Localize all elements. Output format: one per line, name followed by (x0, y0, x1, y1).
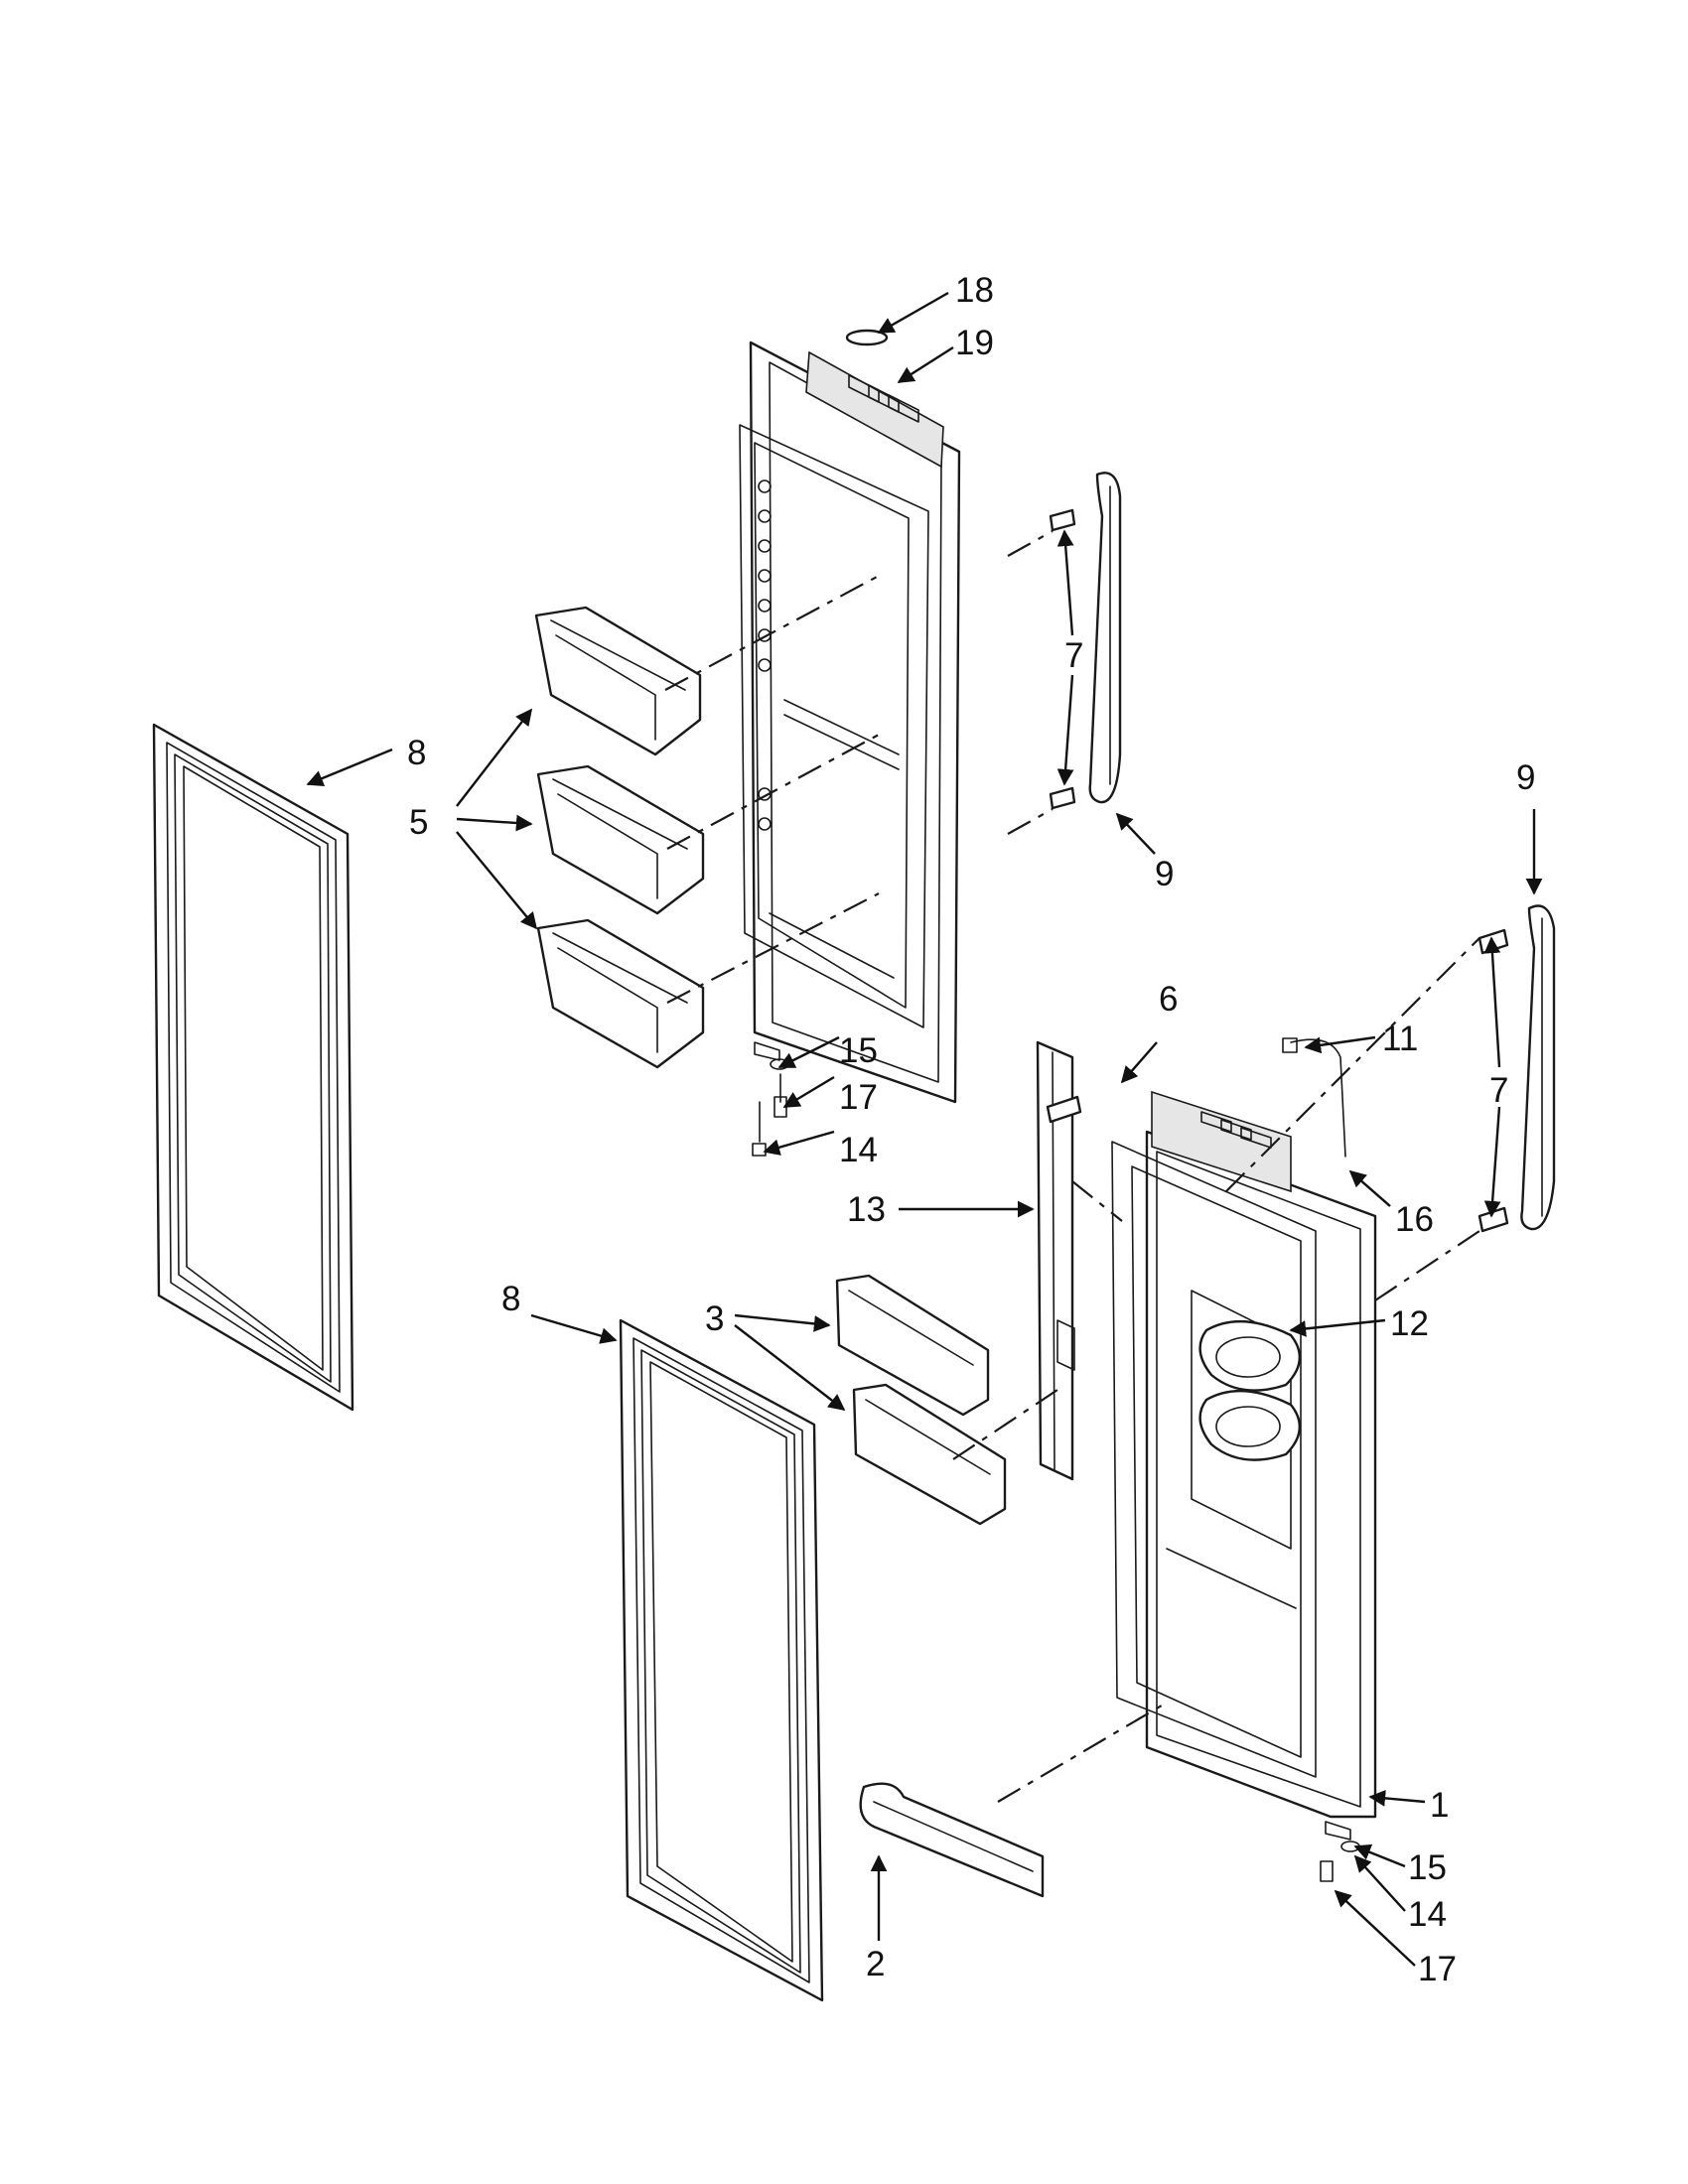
door-vent-slots (848, 374, 919, 423)
callout-3: 3 (705, 1299, 724, 1338)
callout-5: 5 (409, 803, 428, 842)
tube-fitting (1282, 1037, 1298, 1053)
gasket-left (152, 723, 354, 1412)
lower-door (1111, 1090, 1377, 1819)
bottom-shelf (859, 1782, 1045, 1898)
door-bin (852, 1383, 1007, 1526)
screw (1049, 786, 1076, 810)
door-bin (536, 764, 705, 915)
water-tube (1290, 1038, 1346, 1158)
callout-12: 12 (1390, 1304, 1429, 1343)
screw (1477, 928, 1509, 955)
door-bins-upper (534, 606, 705, 1069)
door-bin (835, 1274, 990, 1417)
callout-11: 11 (1382, 1020, 1418, 1058)
upper-hinge-hardware (752, 1041, 789, 1157)
upper-door (739, 341, 961, 1104)
callout-7: 7 (1489, 1071, 1508, 1110)
callout-19: 19 (955, 324, 994, 362)
lower-handle (1520, 904, 1556, 1231)
ice-chute (1198, 1320, 1301, 1461)
leader-lines (306, 291, 1543, 1967)
callout-8: 8 (407, 734, 426, 772)
callout-13: 13 (847, 1190, 886, 1229)
callout-7: 7 (1064, 636, 1083, 675)
callout-2: 2 (866, 1945, 885, 1983)
callout-15: 15 (839, 1031, 878, 1070)
door-bins-lower (835, 1274, 1007, 1526)
screw (1046, 1095, 1082, 1124)
callout-18: 18 (955, 271, 994, 310)
callout-15: 15 (1408, 1848, 1447, 1887)
door-cap (845, 329, 889, 346)
callout-9: 9 (1516, 758, 1535, 797)
callout-14: 14 (1408, 1895, 1447, 1934)
callout-labels: 18 19 8 5 7 9 9 7 6 11 15 17 14 13 16 8 … (407, 271, 1535, 1988)
callout-6: 6 (1159, 980, 1178, 1019)
callout-17: 17 (839, 1078, 878, 1117)
callout-8: 8 (501, 1280, 520, 1318)
door-bin (534, 606, 702, 756)
assembly-lines (664, 530, 1480, 1803)
callout-9: 9 (1155, 855, 1174, 893)
screw (1049, 508, 1076, 532)
callout-14: 14 (839, 1131, 878, 1169)
lower-hinge-hardware (1320, 1821, 1360, 1882)
callout-17: 17 (1418, 1950, 1457, 1988)
callout-16: 16 (1395, 1200, 1434, 1239)
callout-1: 1 (1430, 1786, 1449, 1825)
screw (1477, 1206, 1509, 1233)
door-bin (536, 918, 705, 1069)
gasket-lower (619, 1318, 824, 2002)
